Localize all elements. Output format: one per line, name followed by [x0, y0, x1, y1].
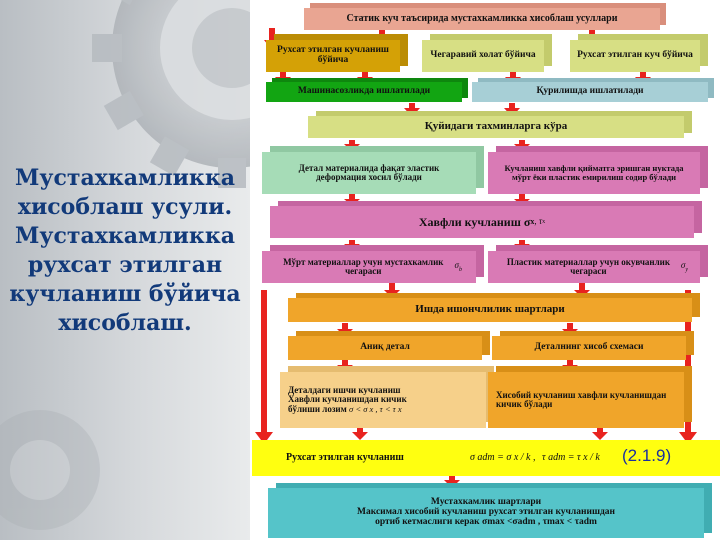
side-line: хисоблаш.: [58, 310, 192, 336]
box-methods-title: Статик куч таъсирида мустахкамликка хисо…: [304, 8, 660, 30]
box-allowable-force: Рухсат этилган куч бўйича: [570, 40, 700, 72]
box-text: Аниқ детал: [360, 342, 410, 353]
side-line: кучланиш бўйича: [9, 281, 241, 307]
side-line: рухсат этилган: [27, 252, 223, 278]
box-text: Мустахкамлик шартлари: [430, 497, 542, 508]
box-calc-scheme: Деталнинг хисоб схемаси: [492, 336, 686, 360]
box-plastic-materials: Пластик материаллар учун окувчанлик чега…: [488, 251, 700, 283]
equation-number: (2.1.9): [622, 446, 672, 465]
box-specific-part: Аниқ детал: [288, 336, 482, 360]
box-limit-state: Чегаравий холат бўйича: [422, 40, 544, 72]
box-text: Пластик материаллар учун окувчанлик чега…: [506, 256, 671, 276]
box-line: бўлиши лозим σ < σ x , τ < τ x: [288, 403, 402, 414]
side-caption: Мустахкамликка хисоблаш усули. Мустахкам…: [8, 164, 242, 338]
box-text: Статик куч таъсирида мустахкамликка хисо…: [346, 12, 618, 24]
box-text: Қурилишда ишлатилади: [536, 86, 644, 97]
gear-icon: [0, 0, 250, 530]
box-text: σ: [454, 259, 459, 270]
box-text: Детал материалида фақат эластик деформац…: [298, 162, 440, 182]
box-sup: x: [530, 216, 535, 226]
box-text: Машинасозликда ишлатилади: [297, 86, 431, 97]
box-text: Мўрт материаллар учун мустахкамлик чегар…: [283, 256, 444, 276]
side-line: Мустахкамликка: [15, 165, 235, 191]
inequality-formula: σ < σ x , τ < τ x: [349, 403, 402, 414]
side-line: хисоблаш усули.: [17, 194, 233, 220]
sigma-symbol: σy: [680, 259, 688, 273]
box-text: Чегаравий холат бўйича: [430, 50, 536, 61]
box-text: Кучланиш хавфли қийматга эришган нуктада…: [504, 163, 684, 182]
box-text: Қуйидаги тахминларга кўра: [424, 120, 568, 133]
sigma-symbol: σb: [454, 259, 462, 273]
box-text: , τ: [534, 216, 543, 227]
box-reliability-conditions: Ишда ишончлилик шартлари: [288, 298, 692, 322]
box-sup: x: [542, 218, 546, 225]
diagram: Статик куч таъсирида мустахкамликка хисо…: [252, 0, 720, 540]
box-failure-point: Кучланиш хавфли қийматга эришган нуктада…: [488, 152, 700, 194]
box-sub: b: [459, 266, 462, 273]
box-working-stress: Деталдаги ишчи кучланиш Хавфли кучланишд…: [280, 372, 486, 428]
box-elastic-deformation: Детал материалида фақат эластик деформац…: [262, 152, 476, 194]
formula-sigma-adm: σ adm = σ x / k ,: [470, 452, 536, 463]
box-text: Хавфли кучланиш σ: [418, 214, 531, 229]
box-text: Рухсат этилган кучланиш: [286, 451, 404, 463]
box-text: σ: [680, 259, 686, 270]
box-allowable-stress: Рухсат этилган кучланиш бўйича: [266, 40, 400, 72]
box-text: Хисобий кучланиш хавфли кучланишдан кичи…: [496, 389, 667, 409]
box-text: бўлиши лозим: [288, 403, 347, 414]
box-assumptions: Қуйидаги тахминларга кўра: [308, 116, 684, 138]
box-text: Максимал хисобий кучланиш рухсат этилган…: [357, 507, 615, 518]
box-text: Деталдаги ишчи кучланиш: [288, 384, 401, 395]
side-line: Мустахкамликка: [15, 223, 235, 249]
box-text: Рухсат этилган кучланиш бўйича: [277, 45, 389, 65]
box-mechanical-engineering: Машинасозликда ишлатилади: [266, 82, 462, 102]
box-sub: y: [685, 266, 688, 273]
box-text: Хавфли кучланишдан кичик: [288, 394, 407, 405]
box-strength-conditions: Мустахкамлик шартлари Максимал хисобий к…: [268, 488, 704, 538]
box-brittle-materials: Мўрт материаллар учун мустахкамлик чегар…: [262, 251, 476, 283]
box-text: Деталнинг хисоб схемаси: [534, 342, 644, 353]
left-panel: Мустахкамликка хисоблаш усули. Мустахкам…: [0, 0, 250, 540]
box-text: Рухсат этилган куч бўйича: [577, 50, 693, 61]
box-allowable-stress-formula: Рухсат этилган кучланиш: [252, 440, 720, 476]
box-text: ортиб кетмаслиги керак σmax <σadm , τmax…: [375, 516, 597, 527]
box-construction: Қурилишда ишлатилади: [472, 82, 708, 102]
formula-tau-adm: τ adm = τ x / k: [542, 452, 600, 463]
box-computed-stress: Хисобий кучланиш хавфли кучланишдан кичи…: [488, 372, 684, 428]
box-text: Ишда ишончлилик шартлари: [415, 303, 565, 316]
